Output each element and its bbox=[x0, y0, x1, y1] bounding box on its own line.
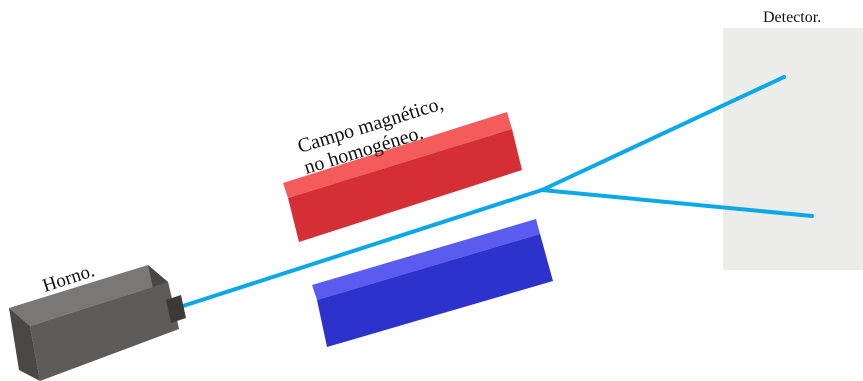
oven-main-face bbox=[30, 282, 179, 381]
north-magnet bbox=[283, 112, 522, 242]
south-magnet-top-face bbox=[312, 219, 540, 300]
upper-deflected-beam bbox=[540, 75, 786, 192]
detector-panel bbox=[723, 28, 863, 270]
oven-front-face bbox=[9, 308, 40, 381]
oven-nozzle bbox=[166, 295, 186, 323]
south-magnet bbox=[312, 219, 553, 347]
detector-label: Detector. bbox=[763, 9, 821, 26]
lower-deflected-beam bbox=[540, 188, 814, 218]
oven bbox=[9, 265, 186, 381]
oven-top-face bbox=[9, 265, 168, 326]
north-magnet-front-face bbox=[288, 129, 522, 242]
incoming-beam bbox=[181, 188, 544, 308]
north-magnet-top-face bbox=[283, 112, 512, 198]
south-magnet-front-face bbox=[317, 234, 553, 347]
